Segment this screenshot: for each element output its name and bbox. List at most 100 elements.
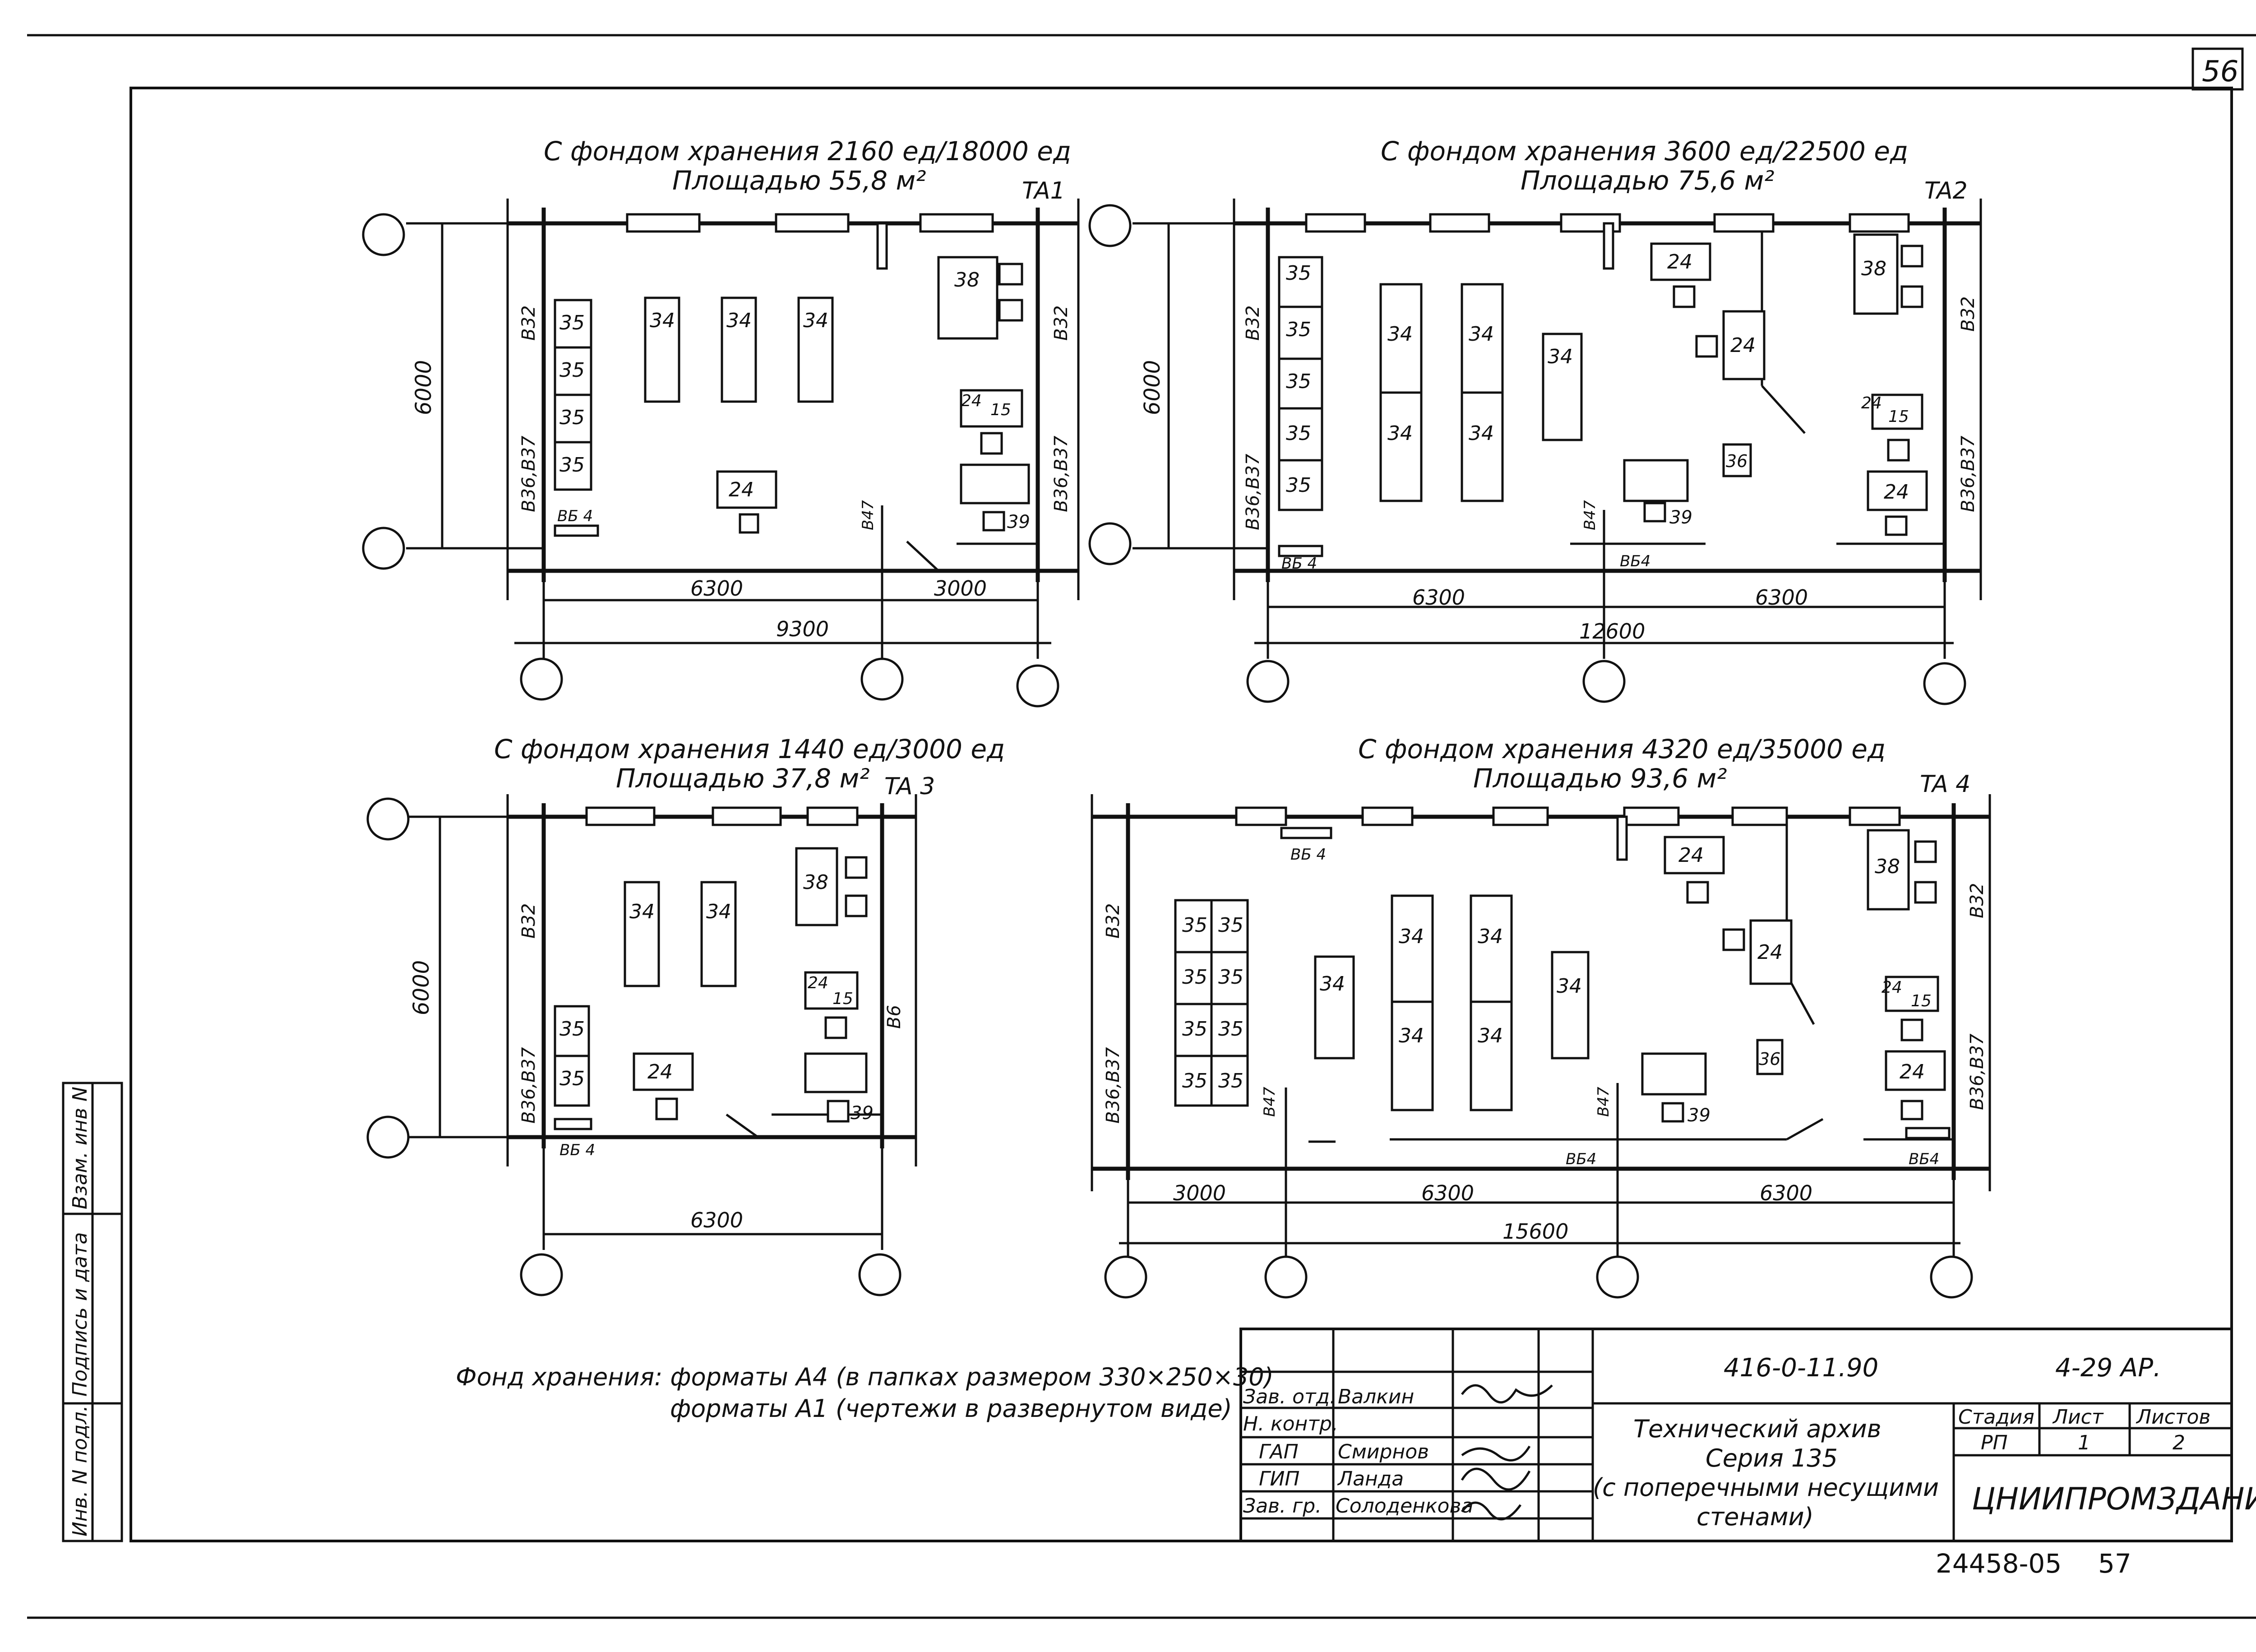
ta1-rack-3: 34 (803, 309, 828, 332)
tb-sheets-h: Листов (2136, 1406, 2210, 1429)
ta4-dim-total: 15600 (1502, 1219, 1568, 1244)
note-line-2: форматы А1 (чертежи в развернутом виде) (670, 1394, 1232, 1423)
ta1-dim-h: 6000 (411, 360, 436, 415)
ta3-wl-2: В36,В37 (518, 1047, 539, 1124)
ta1-shelf-2: 35 (559, 359, 585, 382)
ta4-b47-2: В47 (1595, 1087, 1613, 1117)
ta4-shelf-2: 35 (1218, 914, 1244, 937)
ta4-desk-3: 24 (1900, 1060, 1925, 1083)
ta1-dim-total: 9300 (776, 617, 829, 641)
ta1-wl-2: В36,В37 (518, 435, 539, 512)
stamp-sign: Подпись и дата (69, 1232, 92, 1397)
ta4-rack-3: 34 (1399, 1024, 1424, 1047)
ta2-item39: 39 (1669, 507, 1692, 528)
ta2-item24b: 24 (1861, 394, 1882, 412)
ta3-vb4: ВБ 4 (559, 1141, 595, 1159)
ta1-item15: 15 (990, 401, 1011, 419)
ta4-wr-1: В32 (1967, 883, 1988, 918)
ta3-rack-2: 34 (706, 900, 731, 923)
ta1-shelf-1: 35 (559, 311, 585, 334)
ta4-rack-4: 34 (1478, 925, 1503, 948)
ta2-wr-1: В32 (1958, 296, 1979, 332)
ta4-vb4-2: ВБ4 (1566, 1150, 1596, 1168)
ta2-rack-2: 34 (1387, 422, 1413, 445)
ta4-dim-2: 6300 (1421, 1181, 1474, 1205)
signature-2 (1461, 1445, 1531, 1462)
tb-role-1: Зав. отд. (1243, 1385, 1336, 1408)
ta4-item39: 39 (1687, 1105, 1710, 1126)
ta2-shelf-1: 35 (1286, 262, 1311, 285)
ta4-vb4-3: ВБ4 (1909, 1150, 1939, 1168)
ta4-area: Площадью 93,6 м² (1473, 763, 1727, 794)
ta3-item15: 15 (832, 990, 853, 1008)
ta4-shelf-3: 35 (1182, 966, 1207, 989)
ta4-shelf-7: 35 (1182, 1069, 1207, 1092)
tb-sheet-code: 4-29 АР. (2055, 1353, 2161, 1383)
ta3-tag: TA 3 (884, 773, 935, 800)
ta4-title: С фондом хранения 4320 ед/35000 ед (1358, 734, 1886, 764)
ta1-table38: 38 (954, 268, 980, 292)
ta1-wl-1: В32 (518, 305, 539, 341)
signature-3 (1461, 1467, 1531, 1491)
plan-ta1: С фондом хранения 2160 ед/18000 ед Площа… (362, 136, 1080, 708)
ta2-shelf-2: 35 (1286, 318, 1311, 341)
tb-role-4: ГИП (1259, 1467, 1300, 1490)
ta1-vb4: ВБ 4 (557, 507, 593, 525)
plan-ta4: С фондом хранения 4320 ед/35000 ед Площа… (1091, 734, 1991, 1299)
tb-name-5: Солоденкова (1336, 1495, 1473, 1518)
ta3-title: С фондом хранения 1440 ед/3000 ед (494, 734, 1005, 764)
tb-code: 416-0-11.90 (1724, 1353, 1878, 1383)
plan-ta2: С фондом хранения 3600 ед/22500 ед Площа… (1088, 136, 1982, 705)
ta3-rack-1: 34 (629, 900, 655, 923)
ta3-dim-h: 6000 (409, 960, 434, 1015)
bottom-number: 24458-05 (1936, 1548, 2062, 1579)
ta2-table38: 38 (1861, 257, 1886, 280)
ta2-wr-2: В36,В37 (1958, 435, 1979, 512)
note-line-1: Фонд хранения: форматы А4 (в папках разм… (456, 1363, 1274, 1391)
ta4-item24b: 24 (1882, 978, 1902, 997)
ta2-title: С фондом хранения 3600 ед/22500 ед (1381, 136, 1908, 167)
tb-role-5: Зав. гр. (1243, 1495, 1322, 1518)
ta4-table38: 38 (1875, 855, 1900, 878)
stamp-inv: Инв. N подл. (69, 1405, 92, 1536)
ta2-rack-3: 34 (1469, 323, 1494, 346)
ta2-wl-2: В36,В37 (1243, 453, 1263, 530)
ta2-desk-1: 24 (1667, 250, 1692, 273)
tb-desc-4: стенами) (1697, 1503, 1814, 1531)
ta4-rack-5: 34 (1478, 1024, 1503, 1047)
ta4-shelf-6: 35 (1218, 1018, 1244, 1041)
bottom-page: 57 (2098, 1548, 2131, 1579)
ta4-rack-2: 34 (1399, 925, 1424, 948)
tb-name-3: Смирнов (1338, 1440, 1429, 1463)
ta3-item24b: 24 (808, 974, 828, 992)
ta3-area: Площадью 37,8 м² (616, 763, 869, 794)
signature-1 (1461, 1384, 1553, 1404)
ta4-desk-2: 24 (1757, 941, 1783, 964)
ta3-shelf-2: 35 (559, 1067, 585, 1090)
ta2-item15: 15 (1888, 407, 1909, 426)
ta1-shelf-4: 35 (559, 453, 585, 477)
title-block: 416-0-11.90 4-29 АР. Зав. отд. Н. контр.… (1239, 1328, 2256, 1542)
ta1-rack-1: 34 (650, 309, 675, 332)
ta2-dim-total: 12600 (1579, 619, 1645, 643)
ta2-vb4: ВБ 4 (1281, 555, 1317, 573)
plan-ta3: С фондом хранения 1440 ед/3000 ед Площад… (366, 734, 1005, 1296)
tb-sheet: 1 (2078, 1431, 2090, 1454)
ta3-shelf-1: 35 (559, 1018, 585, 1041)
ta4-wr-2: В36,В37 (1967, 1033, 1988, 1110)
ta1-b47: В47 (859, 500, 877, 530)
side-stamp: Инв. N подл. Подпись и дата Взам. инв N (62, 1082, 123, 1542)
signature-4 (1461, 1501, 1522, 1521)
tb-name-4: Ланда (1337, 1467, 1404, 1490)
ta1-rack-2: 34 (726, 309, 752, 332)
ta2-vb4-2: ВБ4 (1620, 552, 1650, 570)
ta2-dim-2: 6300 (1755, 585, 1808, 610)
ta2-shelf-4: 35 (1286, 422, 1311, 445)
tb-desc-2: Серия 135 (1706, 1444, 1838, 1472)
tb-org: ЦНИИПРОМЗДАНИЙ (1972, 1481, 2256, 1517)
ta4-desk-1: 24 (1678, 844, 1704, 867)
ta1-shelf-3: 35 (559, 406, 585, 429)
frame: 56 (27, 34, 2256, 1619)
ta4-b47: В47 (1261, 1087, 1279, 1117)
